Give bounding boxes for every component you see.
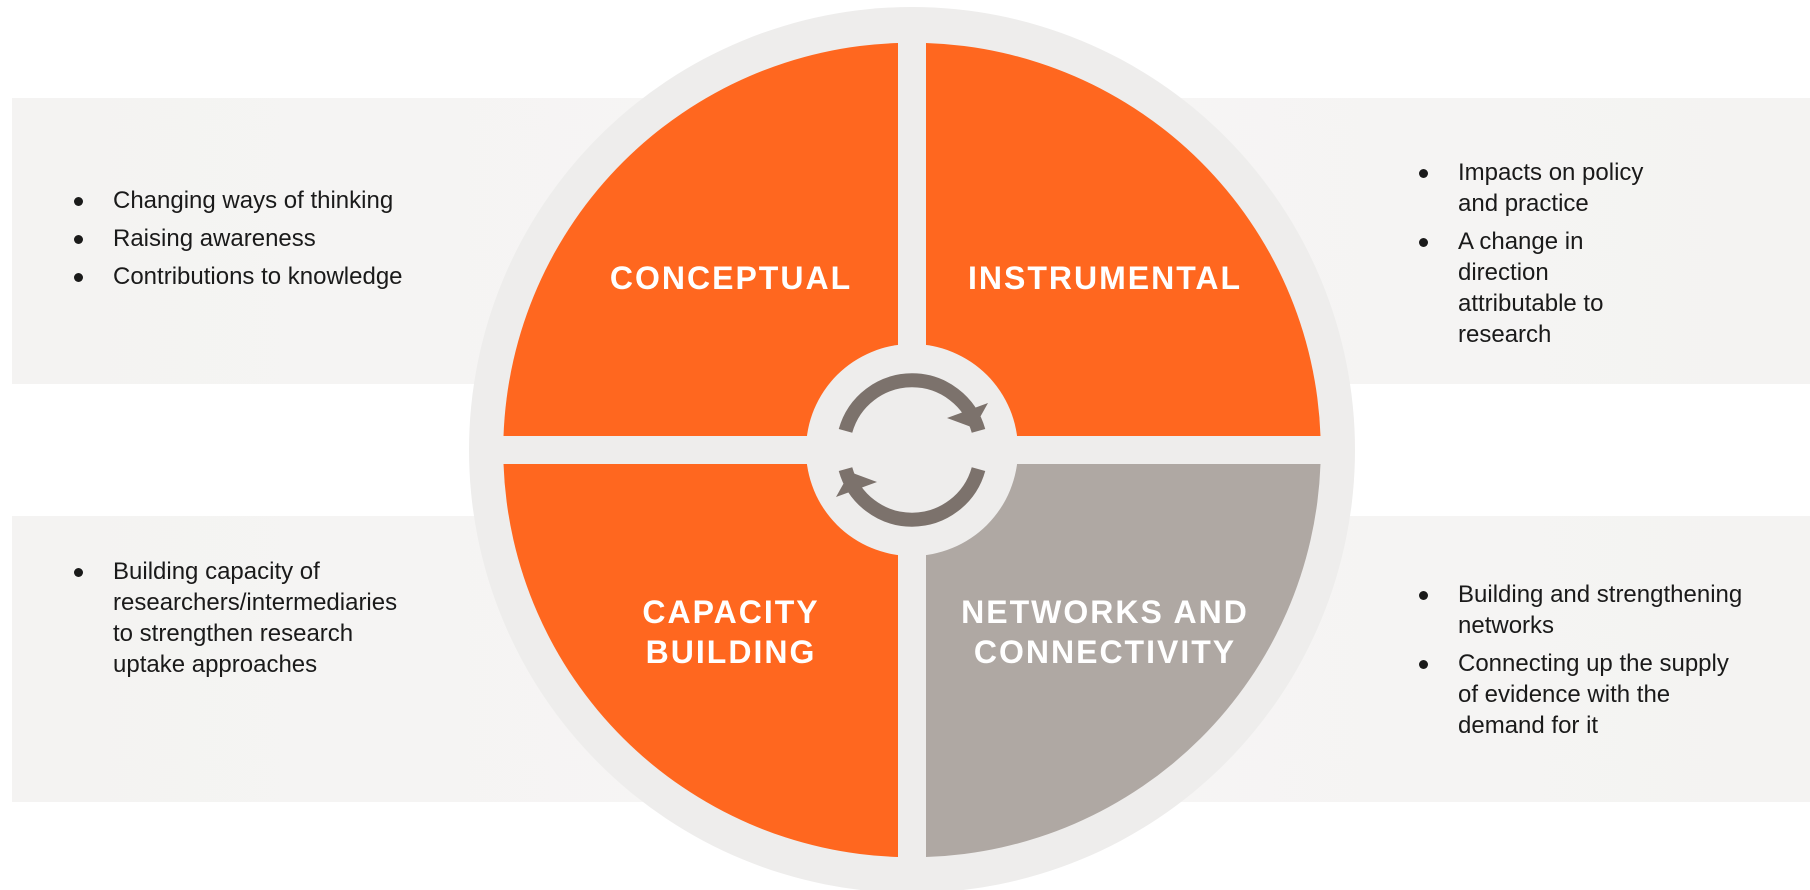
list-item: Changing ways of thinking [68,185,448,216]
cycle-arrows-icon [836,373,988,527]
instrumental-impacts-list: Impacts on policy and practice A change … [1413,157,1673,357]
networks-impacts-list: Building and strengthening networks Conn… [1413,579,1753,748]
quadrant-instrumental [926,43,1321,436]
quadrant-capacity-building [503,464,898,857]
quadrant-networks-connectivity [926,464,1321,857]
quadrant-label-instrumental: INSTRUMENTAL [960,258,1250,298]
quadrant-conceptual [503,43,898,436]
capacity-building-impacts-list: Building capacity of researchers/interme… [68,556,398,687]
quadrant-label-conceptual: CONCEPTUAL [600,258,862,298]
list-item: Connecting up the supply of evidence wit… [1413,648,1753,741]
conceptual-impacts-list: Changing ways of thinking Raising awaren… [68,185,448,299]
list-item: Building and strengthening networks [1413,579,1753,641]
quadrant-label-line: CAPACITY [642,594,820,630]
list-item: Contributions to knowledge [68,261,448,292]
quadrant-label-capacity-building: CAPACITY BUILDING [600,592,862,672]
quadrant-label-line: NETWORKS AND [961,594,1249,630]
list-item: A change in direction attributable to re… [1413,226,1673,350]
quadrant-label-line: CONCEPTUAL [609,260,853,296]
list-item: Raising awareness [68,223,448,254]
quadrant-label-networks: NETWORKS AND CONNECTIVITY [955,592,1255,672]
quadrant-label-line: INSTRUMENTAL [967,260,1243,296]
list-item: Impacts on policy and practice [1413,157,1673,219]
quadrant-label-line: BUILDING [645,634,817,670]
quadrants [503,43,1321,857]
quadrant-label-line: CONNECTIVITY [973,634,1237,670]
list-item: Building capacity of researchers/interme… [68,556,398,680]
